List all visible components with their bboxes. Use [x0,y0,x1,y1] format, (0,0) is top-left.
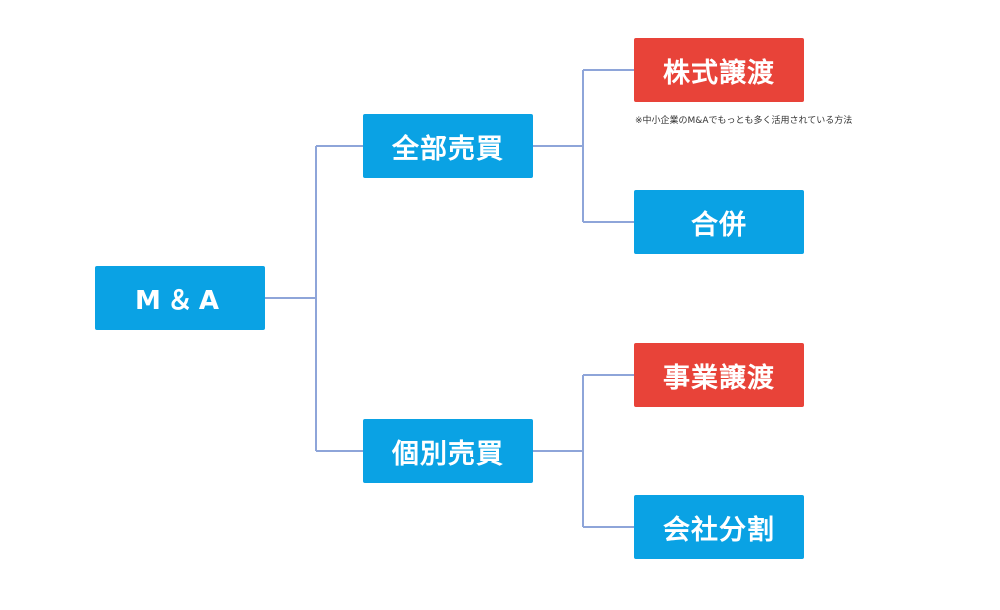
leaf-node-business-transfer: 事業譲渡 [634,343,804,407]
branch-node-partial-sale: 個別売買 [363,419,533,483]
leaf-node-company-split: 会社分割 [634,495,804,559]
share-transfer-note: ※中小企業のM&Aでもっとも多く活用されている方法 [635,116,853,126]
root-node-ma: M＆A [95,266,265,330]
branch-node-full-sale: 全部売買 [363,114,533,178]
leaf-node-share-transfer: 株式譲渡 [634,38,804,102]
leaf-node-merger: 合併 [634,190,804,254]
